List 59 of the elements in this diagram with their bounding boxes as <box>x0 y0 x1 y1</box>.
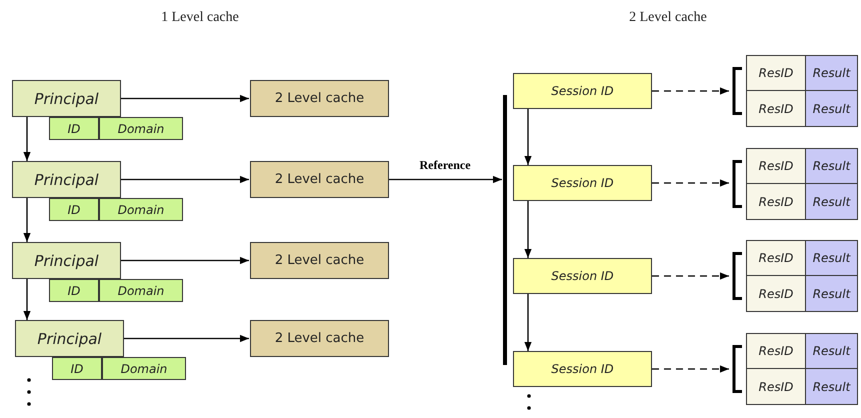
arrow <box>121 176 249 184</box>
arrow <box>524 109 532 165</box>
result-table <box>730 333 858 405</box>
table-cell: ResID <box>746 368 806 405</box>
dashed-arrow <box>652 179 729 187</box>
table-cell: ResID <box>746 275 806 312</box>
table-cell: Result <box>805 183 858 220</box>
table-cell: ResID <box>746 55 806 91</box>
session-box: Session ID <box>513 165 652 201</box>
id-field-box: ID <box>49 279 99 302</box>
bracket-bar <box>503 95 507 365</box>
table-cell: ResID <box>746 148 806 184</box>
column-heading: 2 Level cache <box>629 10 707 26</box>
id-field-box: ID <box>49 198 99 221</box>
table-cell: ResID <box>746 240 806 276</box>
result-table <box>730 148 858 220</box>
table-cell: ResID <box>746 333 806 369</box>
cache-box: 2 Level cache <box>250 161 389 198</box>
result-table <box>730 55 858 127</box>
principal-box: Principal <box>12 161 121 198</box>
arrow <box>121 94 249 102</box>
arrow <box>124 334 249 342</box>
table-cell: ResID <box>746 183 806 220</box>
column-heading: 1 Level cache <box>161 10 239 26</box>
arrow <box>23 279 31 320</box>
table-cell: ResID <box>746 90 806 127</box>
id-field-box: ID <box>49 117 99 140</box>
domain-field-box: Domain <box>99 279 183 302</box>
table-cell: Result <box>805 240 858 276</box>
edge-label: Reference <box>418 158 473 172</box>
arrow <box>524 294 532 351</box>
arrow <box>524 201 532 258</box>
arrow <box>23 117 31 161</box>
session-box: Session ID <box>513 73 652 109</box>
principal-box: Principal <box>12 242 121 279</box>
domain-field-box: Domain <box>99 117 183 140</box>
table-cell: Result <box>805 55 858 91</box>
arrow <box>23 198 31 242</box>
cache-box: 2 Level cache <box>250 242 389 279</box>
id-field-box: ID <box>52 357 102 380</box>
domain-field-box: Domain <box>99 198 183 221</box>
dashed-arrow <box>652 87 729 95</box>
cache-box: 2 Level cache <box>250 320 389 357</box>
session-box: Session ID <box>513 351 652 387</box>
result-table <box>730 240 858 312</box>
arrow <box>121 256 249 264</box>
domain-field-box: Domain <box>102 357 186 380</box>
table-cell: Result <box>805 90 858 127</box>
dashed-arrow <box>652 365 729 373</box>
table-cell: Result <box>805 275 858 312</box>
cache-box: 2 Level cache <box>250 80 389 117</box>
table-cell: Result <box>805 333 858 369</box>
table-cell: Result <box>805 148 858 184</box>
principal-box: Principal <box>15 320 124 357</box>
table-cell: Result <box>805 368 858 405</box>
arrow <box>389 176 502 184</box>
principal-box: Principal <box>12 80 121 117</box>
session-box: Session ID <box>513 258 652 294</box>
dashed-arrow <box>652 272 729 280</box>
